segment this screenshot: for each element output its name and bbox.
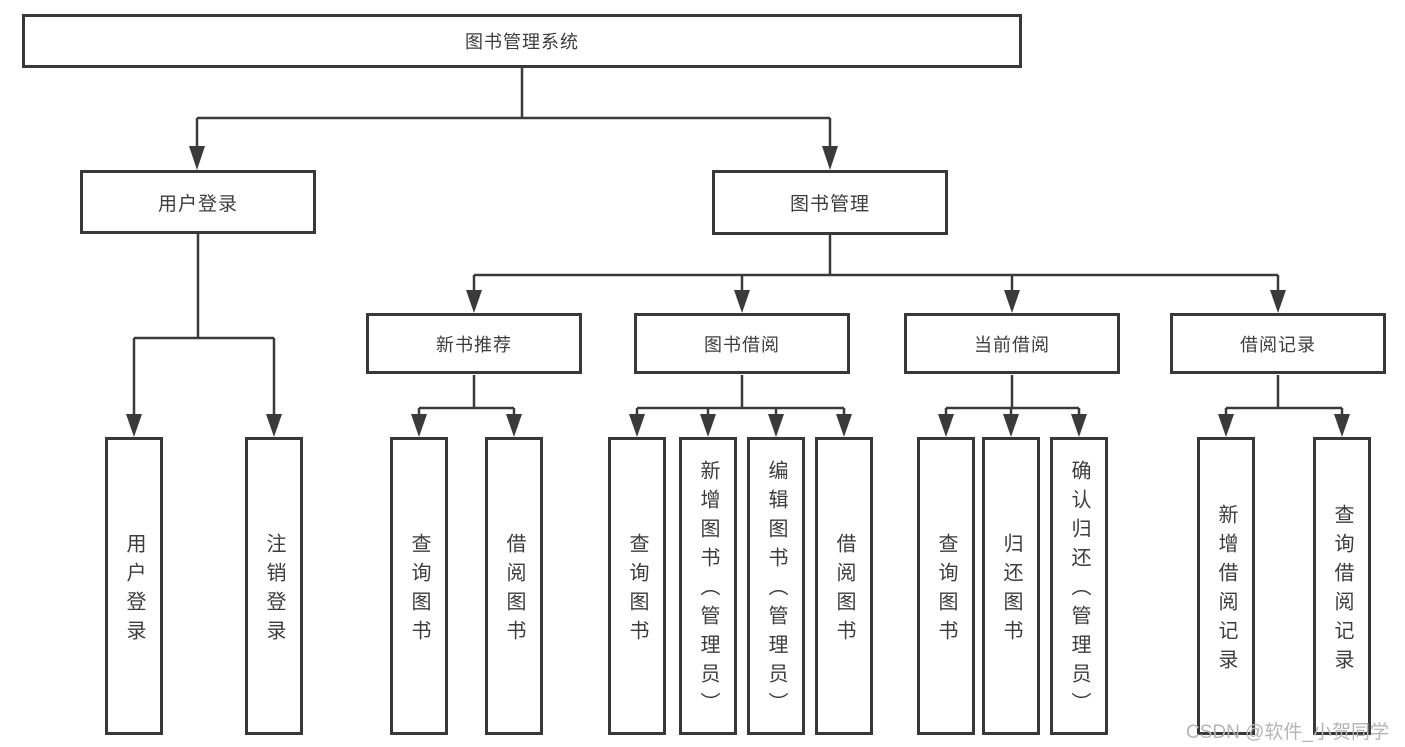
node-library-management-system: 图书管理系统 bbox=[22, 14, 1022, 68]
leaf-logout-login: 注销登录 bbox=[245, 437, 303, 735]
leaf-borrow-books: 借阅图书 bbox=[815, 437, 873, 735]
node-book-borrowing: 图书借阅 bbox=[634, 313, 850, 374]
leaf-confirm-return-admin: 确认归还（管理员） bbox=[1050, 437, 1108, 735]
leaf-edit-books-admin: 编辑图书（管理员） bbox=[747, 437, 805, 735]
node-book-management: 图书管理 bbox=[712, 170, 948, 235]
leaf-user-login: 用户登录 bbox=[105, 437, 163, 735]
leaf-add-books-admin: 新增图书（管理员） bbox=[679, 437, 737, 735]
leaf-borrow-books-recommend: 借阅图书 bbox=[485, 437, 543, 735]
csdn-watermark: CSDN @软件_小贺同学 bbox=[1186, 722, 1389, 743]
node-current-borrowing: 当前借阅 bbox=[904, 313, 1120, 374]
leaf-return-books: 归还图书 bbox=[982, 437, 1040, 735]
leaf-query-books-current: 查询图书 bbox=[917, 437, 975, 735]
leaf-query-books-borrow: 查询图书 bbox=[608, 437, 666, 735]
node-borrowing-records: 借阅记录 bbox=[1170, 313, 1386, 374]
node-user-login: 用户登录 bbox=[80, 170, 316, 234]
node-new-book-recommendation: 新书推荐 bbox=[366, 313, 582, 374]
leaf-add-borrow-record: 新增借阅记录 bbox=[1197, 437, 1255, 735]
leaf-query-books-recommend: 查询图书 bbox=[390, 437, 448, 735]
leaf-query-borrow-record: 查询借阅记录 bbox=[1313, 437, 1371, 735]
arrowheads bbox=[126, 146, 1350, 437]
